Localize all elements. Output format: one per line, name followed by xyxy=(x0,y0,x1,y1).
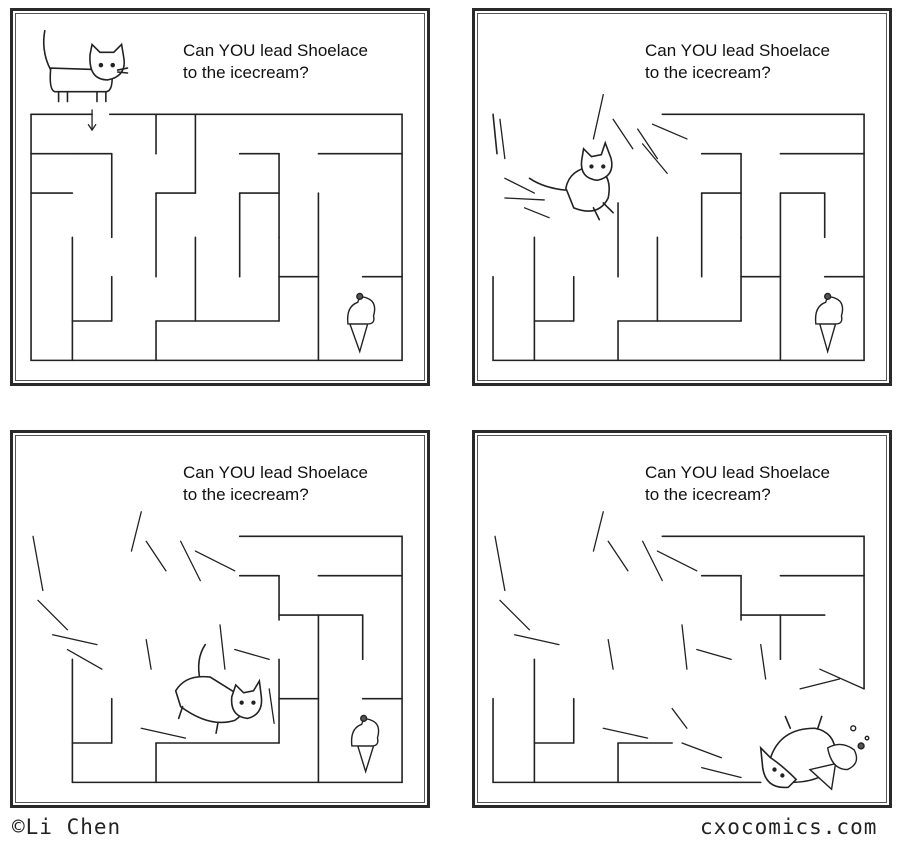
comic-panel-3: Can YOU lead Shoelace to the icecream? xyxy=(10,430,430,808)
cat-shoelace xyxy=(529,143,613,220)
maze-illustration xyxy=(475,11,889,383)
maze-illustration xyxy=(13,11,427,383)
site-url[interactable]: cxocomics.com xyxy=(700,815,878,839)
maze-illustration xyxy=(13,433,427,805)
down-arrow-icon xyxy=(88,109,96,130)
comic-panel-4: Can YOU lead Shoelace to the icecream? xyxy=(472,430,892,808)
ice-cream-icon xyxy=(816,292,843,351)
panel-3-caption: Can YOU lead Shoelace to the icecream? xyxy=(183,463,368,504)
ice-cream-icon xyxy=(810,725,870,789)
comic-panel-2: Can YOU lead Shoelace to the icecream? xyxy=(472,8,892,386)
ice-cream-icon xyxy=(348,292,375,351)
panel-4-caption: Can YOU lead Shoelace to the icecream? xyxy=(645,463,830,504)
cat-shoelace xyxy=(176,645,262,734)
comic-panel-1: Can YOU lead Shoelace to the icecream? xyxy=(10,8,430,386)
panel-2-caption: Can YOU lead Shoelace to the icecream? xyxy=(645,41,830,82)
ice-cream-icon xyxy=(352,714,379,771)
panel-1-caption: Can YOU lead Shoelace to the icecream? xyxy=(183,41,368,82)
maze-illustration xyxy=(475,433,870,805)
cat-shoelace xyxy=(44,31,128,102)
copyright-credit: ©Li Chen xyxy=(12,815,122,839)
